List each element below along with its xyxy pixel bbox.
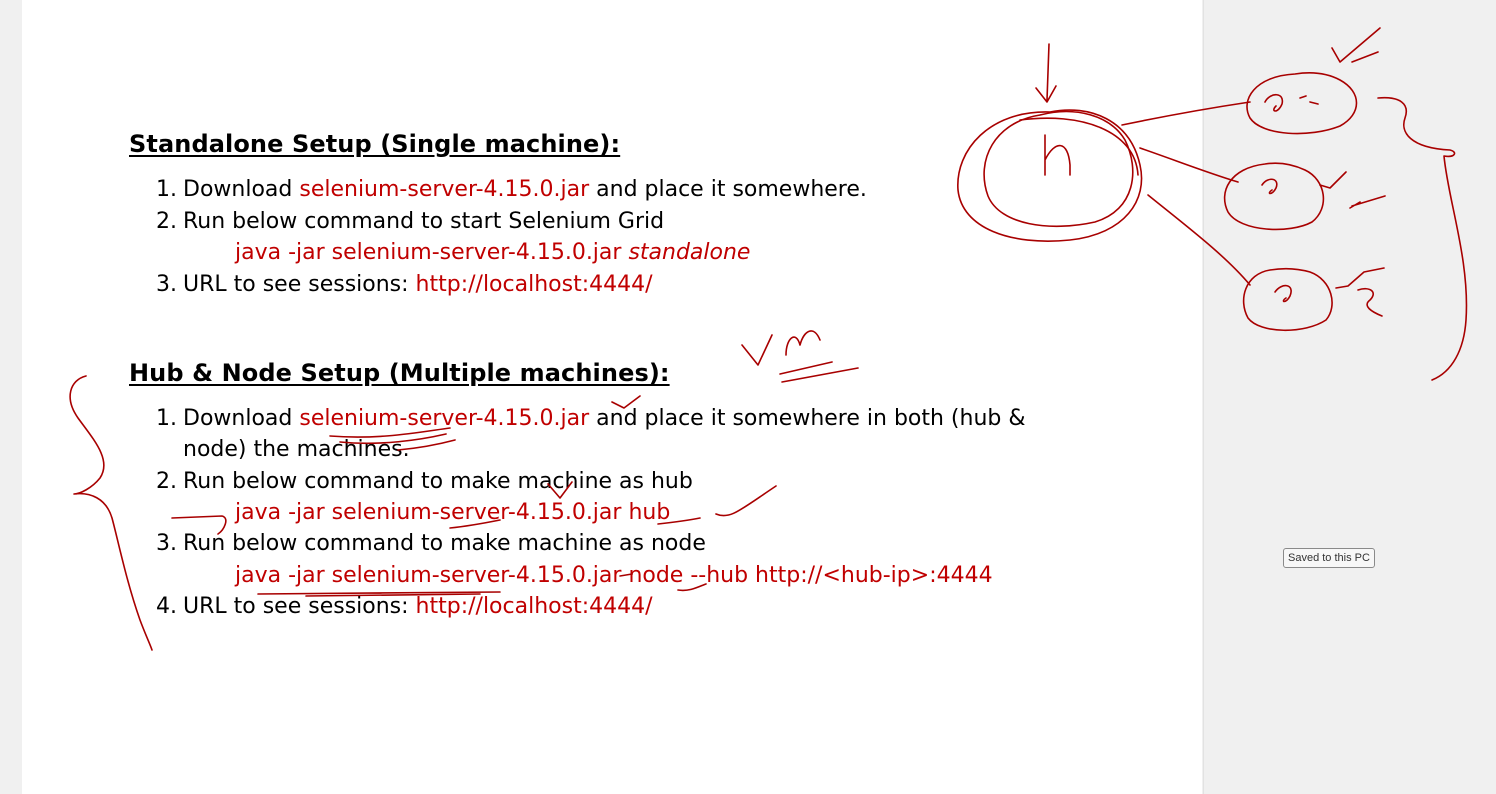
standalone-item-1-pre: Download — [183, 177, 300, 202]
hub-item-1-post: and place it somewhere in both (hub & — [589, 406, 1026, 431]
hub-item-2-number: 2. — [156, 469, 177, 494]
hub-item-3-number: 3. — [156, 531, 177, 556]
hub-item-4-pre: URL to see sessions: — [183, 594, 416, 619]
hub-item-3: Run below command to make machine as nod… — [183, 531, 706, 556]
hub-url-link[interactable]: http://localhost:4444/ — [415, 594, 653, 619]
standalone-item-1-number: 1. — [156, 177, 177, 202]
standalone-item-1: Download selenium-server-4.15.0.jar and … — [183, 175, 867, 205]
hub-item-1: Download selenium-server-4.15.0.jar and … — [183, 404, 1026, 434]
saved-status-badge: Saved to this PC — [1283, 548, 1375, 568]
side-panel — [1203, 0, 1496, 794]
standalone-item-2-number: 2. — [156, 209, 177, 234]
hub-item-1-pre: Download — [183, 406, 300, 431]
standalone-url-link[interactable]: http://localhost:4444/ — [415, 272, 653, 297]
standalone-item-3: URL to see sessions: http://localhost:44… — [183, 270, 653, 300]
standalone-command-main: java -jar selenium-server-4.15.0.jar — [235, 240, 629, 265]
node-command: java -jar selenium-server-4.15.0.jar nod… — [235, 563, 993, 588]
document-page — [22, 0, 1202, 794]
standalone-item-2: Run below command to start Selenium Grid — [183, 209, 665, 234]
standalone-item-3-pre: URL to see sessions: — [183, 272, 416, 297]
hub-jar-link[interactable]: selenium-server-4.15.0.jar — [299, 406, 590, 431]
standalone-heading: Standalone Setup (Single machine): — [129, 130, 621, 158]
standalone-item-3-number: 3. — [156, 272, 177, 297]
standalone-command-arg: standalone — [628, 240, 751, 265]
hub-node-heading: Hub & Node Setup (Multiple machines): — [129, 359, 670, 387]
hub-item-4-number: 4. — [156, 594, 177, 619]
hub-item-2: Run below command to make machine as hub — [183, 469, 693, 494]
hub-item-1-continued: node) the machines. — [183, 437, 410, 462]
standalone-command: java -jar selenium-server-4.15.0.jar sta… — [235, 238, 750, 268]
standalone-item-1-post: and place it somewhere. — [589, 177, 867, 202]
hub-command: java -jar selenium-server-4.15.0.jar hub — [235, 500, 671, 525]
standalone-jar-link[interactable]: selenium-server-4.15.0.jar — [299, 177, 590, 202]
hub-item-1-number: 1. — [156, 406, 177, 431]
hub-item-4: URL to see sessions: http://localhost:44… — [183, 592, 653, 622]
